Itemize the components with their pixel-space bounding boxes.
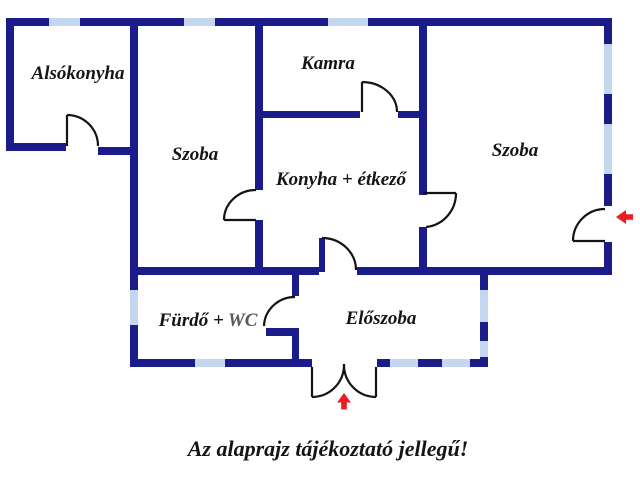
wall-kamra-bottom-left (255, 111, 360, 118)
door-arc-main-entrance-left (311, 363, 346, 399)
door-arc-konyha-eloszoba (321, 236, 358, 271)
wall-left-outer (6, 18, 14, 151)
door-arc-szoba-left (222, 188, 257, 221)
window-bottom-eloszoba-1 (390, 359, 418, 367)
window-top-2 (184, 18, 215, 26)
doors-layer (65, 80, 606, 399)
wall-kamra-bottom-right (398, 111, 425, 118)
window-left-furdo (130, 290, 138, 325)
wall-kamra-szoba-upper (419, 18, 427, 195)
window-top-3 (328, 18, 368, 26)
entrance-arrow-right-icon (616, 210, 633, 224)
room-label-eloszoba: Előszoba (345, 308, 417, 329)
room-label-kamra: Kamra (301, 53, 355, 74)
window-eloszoba-right-1 (480, 290, 488, 322)
wall-szoba-kamra-upper (255, 18, 263, 190)
window-eloszoba-right-2 (480, 341, 488, 357)
door-arc-szoba-right (425, 192, 458, 229)
wall-alsokonyha-bottom-left (6, 143, 66, 151)
room-label-konyha-etkezo: Konyha + étkező (275, 169, 407, 190)
wall-alsokonyha-bottom-right (98, 147, 137, 155)
door-leaf-konyha (319, 238, 325, 272)
wall-right-outer-lower (604, 242, 612, 275)
windows-layer (49, 18, 612, 367)
wall-furdo-eloszoba-upper (292, 274, 299, 296)
door-arc-main-entrance-right (342, 363, 377, 399)
door-leaf-furdo (266, 328, 299, 336)
window-top-1 (49, 18, 80, 26)
wall-top (6, 18, 612, 26)
walls-layer (6, 18, 612, 367)
wall-left-main (130, 18, 138, 367)
wall-szoba-kamra-lower (255, 220, 263, 274)
window-bottom-eloszoba-2 (442, 359, 470, 367)
wall-bottom-right (377, 359, 488, 367)
door-arc-furdo (262, 295, 296, 327)
arrows-layer (337, 210, 633, 410)
window-right-2 (604, 124, 612, 174)
window-bottom-furdo (195, 359, 225, 367)
wall-middle-divider-left (130, 267, 319, 275)
window-right-1 (604, 44, 612, 94)
room-label-szoba-left: Szoba (171, 144, 219, 165)
wc-label-text: WC (227, 310, 258, 331)
door-arc-kamra (361, 80, 399, 113)
wall-right-outer-upper (604, 18, 612, 206)
wall-kamra-szoba-lower (419, 227, 427, 274)
entrance-arrow-up-icon (337, 393, 351, 410)
room-label-alsokonyha: Alsókonyha (31, 63, 125, 84)
room-label-szoba-right: Szoba (491, 140, 539, 161)
furdo-label-text: Fürdő + (158, 310, 224, 331)
door-arc-right-entrance (571, 207, 606, 242)
door-arc-alsokonyha (66, 113, 100, 147)
room-label-furdo-wc: Fürdő +WC (159, 310, 258, 332)
wall-furdo-eloszoba-lower (292, 334, 299, 362)
wall-middle-divider-right (357, 267, 612, 275)
plan-disclaimer-caption: Az alaprajz tájékoztató jellegű! (187, 436, 469, 461)
